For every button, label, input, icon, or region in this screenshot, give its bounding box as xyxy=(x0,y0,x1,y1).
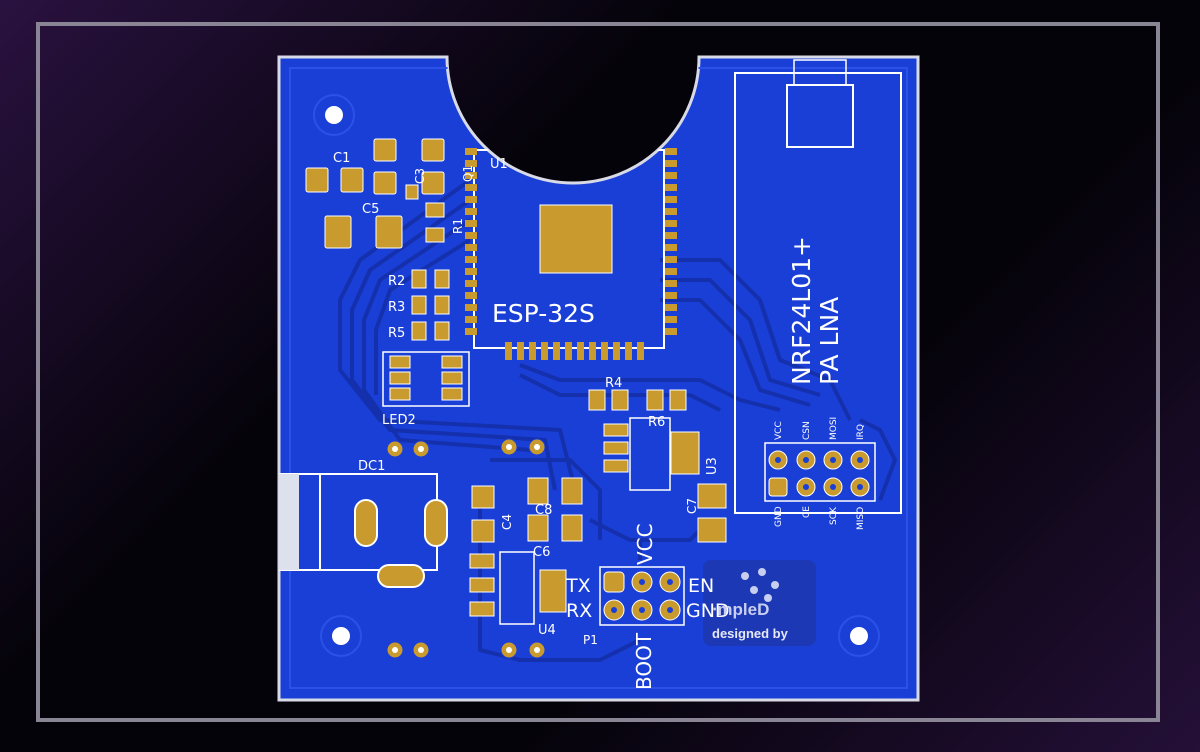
u4-outline xyxy=(499,551,535,625)
label-pin-csn: CSN xyxy=(802,421,812,440)
logo-text: designed by xyxy=(712,626,789,641)
esp32-bottom-pads xyxy=(505,342,644,360)
label-q1: Q1 xyxy=(461,165,475,182)
silkscreen-labels: C1 C3 Q1 C5 R1 R2 R3 R5 LED2 U1 ESP-32S … xyxy=(333,151,866,690)
label-dc1: DC1 xyxy=(358,459,385,474)
label-c7: C7 xyxy=(685,498,699,514)
label-c1: C1 xyxy=(333,151,350,166)
p1-header-pins xyxy=(603,571,681,621)
label-u3: U3 xyxy=(705,457,720,475)
label-nrf-line2: PA LNA xyxy=(815,297,844,385)
led2-outline xyxy=(382,351,470,407)
label-c6: C6 xyxy=(533,545,550,560)
label-esp32: ESP-32S xyxy=(492,299,595,328)
label-tx: TX xyxy=(565,575,591,597)
p1-header-outline xyxy=(599,566,685,626)
label-pin-vcc: VCC xyxy=(774,421,784,440)
label-vcc: VCC xyxy=(633,523,657,565)
smd-pads-top-left xyxy=(305,138,463,401)
label-boot: BOOT xyxy=(632,632,656,690)
label-pin-ce: CE xyxy=(802,506,812,518)
label-r3: R3 xyxy=(388,300,405,315)
esp32-ground-pad xyxy=(539,204,613,274)
u3-outline xyxy=(629,417,671,491)
label-en: EN xyxy=(688,575,714,597)
label-led2: LED2 xyxy=(382,413,416,428)
nrf-header-outline xyxy=(764,442,876,502)
smd-pads-lower xyxy=(469,477,583,617)
label-r2: R2 xyxy=(388,274,405,289)
dc-jack xyxy=(279,473,448,588)
nrf-header-pins xyxy=(768,450,870,497)
label-c4: C4 xyxy=(500,514,514,530)
designer-logo xyxy=(703,560,816,646)
label-pin-irq: IRQ xyxy=(856,424,866,440)
esp32-left-pads xyxy=(465,148,477,335)
label-r5: R5 xyxy=(388,326,405,341)
viewer-frame xyxy=(36,22,1160,722)
label-c5: C5 xyxy=(362,202,379,217)
label-pin-mosi: MOSI xyxy=(829,417,839,440)
label-r6: R6 xyxy=(648,415,665,430)
through-hole-pads xyxy=(386,438,546,659)
nrf-module-outline xyxy=(734,72,902,514)
label-c8: C8 xyxy=(535,503,552,518)
label-r4: R4 xyxy=(605,376,622,391)
smd-pads-mid xyxy=(588,389,727,543)
label-pin-sck: SCK xyxy=(829,506,839,525)
logo-name: ⋅mpleD xyxy=(712,600,769,619)
label-c3: C3 xyxy=(413,168,427,184)
label-p1: P1 xyxy=(583,633,598,647)
label-u4: U4 xyxy=(538,623,556,638)
label-pin-gnd: GND xyxy=(774,506,784,527)
label-pin-miso: MISO xyxy=(856,507,866,530)
label-rx: RX xyxy=(566,600,592,622)
label-u1: U1 xyxy=(490,157,508,172)
label-nrf-line1: NRF24L01+ xyxy=(787,236,816,385)
label-r1: R1 xyxy=(451,218,465,234)
label-gnd: GND xyxy=(686,600,730,622)
esp32-right-pads xyxy=(665,148,677,335)
